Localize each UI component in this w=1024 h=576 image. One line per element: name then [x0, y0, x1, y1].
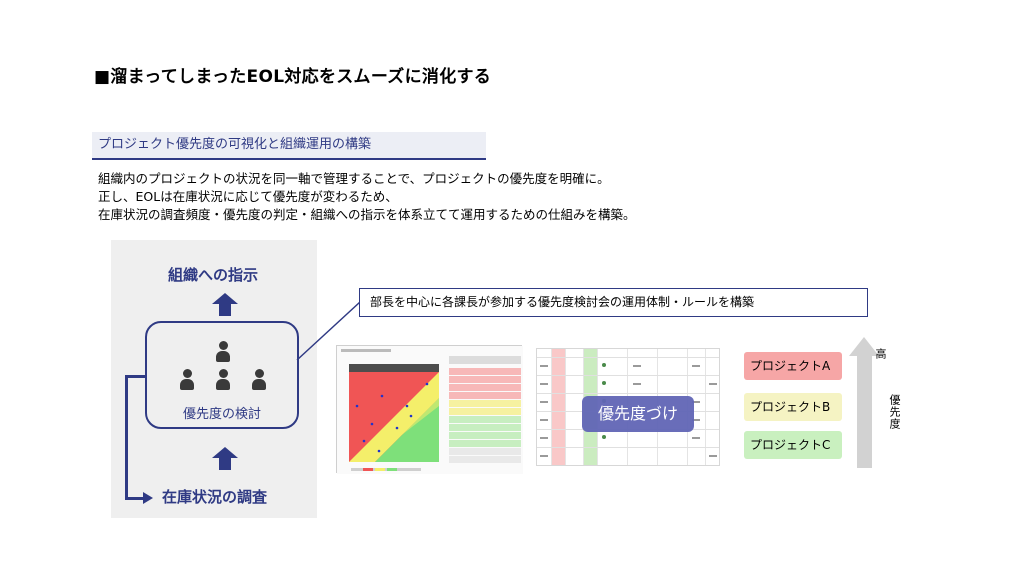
- loop-connector: [125, 375, 128, 499]
- callout-box: 部長を中心に各課長が参加する優先度検討会の運用体制・ルールを構築: [359, 288, 868, 317]
- right-arrow-icon: [143, 492, 153, 504]
- person-icon: [252, 369, 266, 391]
- instruction-label: 組織への指示: [168, 266, 259, 284]
- chart-screenshot: [336, 345, 523, 474]
- priority-arrow-shaft: [857, 356, 872, 468]
- person-icon: [180, 369, 194, 391]
- body-text: 組織内のプロジェクトの状況を同一軸で管理することで、プロジェクトの優先度を明確に…: [98, 170, 636, 224]
- body-line-2: 正し、EOLは在庫状況に応じて優先度が変わるため、: [98, 189, 398, 204]
- loop-connector: [125, 497, 145, 500]
- axis-high-label: 高: [874, 348, 887, 359]
- loop-connector: [125, 375, 146, 378]
- priority-arrow-icon: [849, 337, 879, 356]
- risk-matrix-thumbnail: [337, 346, 523, 474]
- review-label: 優先度の検討: [182, 407, 261, 422]
- slide-title: ■溜まってしまったEOL対応をスムーズに消化する: [94, 67, 492, 87]
- prioritization-label: 優先度づけ: [582, 396, 694, 432]
- project-a-card: プロジェクトA: [744, 352, 842, 380]
- project-c-card: プロジェクトC: [744, 431, 842, 459]
- person-icon: [216, 369, 230, 391]
- body-line-3: 在庫状況の調査頻度・優先度の判定・組織への指示を体系立てて運用するための仕組みを…: [98, 207, 636, 222]
- axis-priority-label: 優先度: [888, 394, 901, 430]
- person-icon: [216, 341, 230, 363]
- survey-label: 在庫状況の調査: [162, 488, 268, 506]
- review-box: 優先度の検討: [145, 321, 299, 429]
- body-line-1: 組織内のプロジェクトの状況を同一軸で管理することで、プロジェクトの優先度を明確に…: [98, 171, 610, 186]
- project-b-card: プロジェクトB: [744, 393, 842, 421]
- section-heading: プロジェクト優先度の可視化と組織運用の構築: [92, 132, 486, 160]
